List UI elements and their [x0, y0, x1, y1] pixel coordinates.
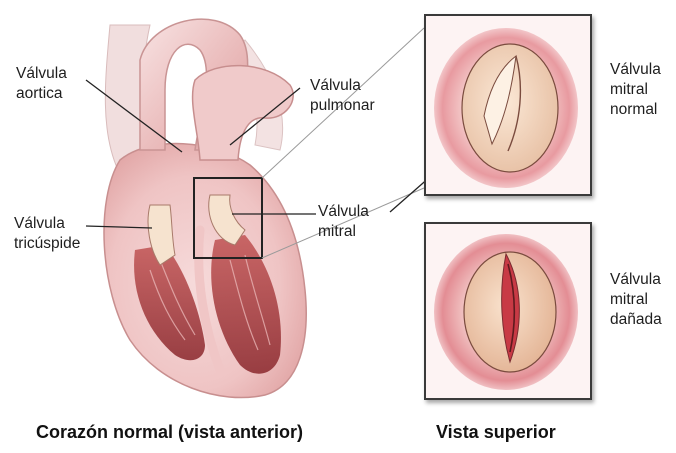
caption-anterior-view: Corazón normal (vista anterior) [36, 422, 303, 443]
damaged-valve-image [426, 224, 590, 398]
damaged-valve-panel [424, 222, 592, 400]
label-pulmonary-valve: Válvula pulmonar [310, 76, 375, 116]
caption-superior-view: Vista superior [436, 422, 556, 443]
label-normal-mitral: Válvula mitral normal [610, 60, 661, 120]
normal-valve-panel [424, 14, 592, 196]
label-tricuspid-valve: Válvula tricúspide [14, 214, 80, 254]
label-mitral-valve: Válvula mitral [318, 202, 369, 242]
normal-valve-image [426, 16, 590, 194]
label-damaged-mitral: Válvula mitral dañada [610, 270, 662, 330]
label-aortic-valve: Válvula aortica [16, 64, 67, 104]
